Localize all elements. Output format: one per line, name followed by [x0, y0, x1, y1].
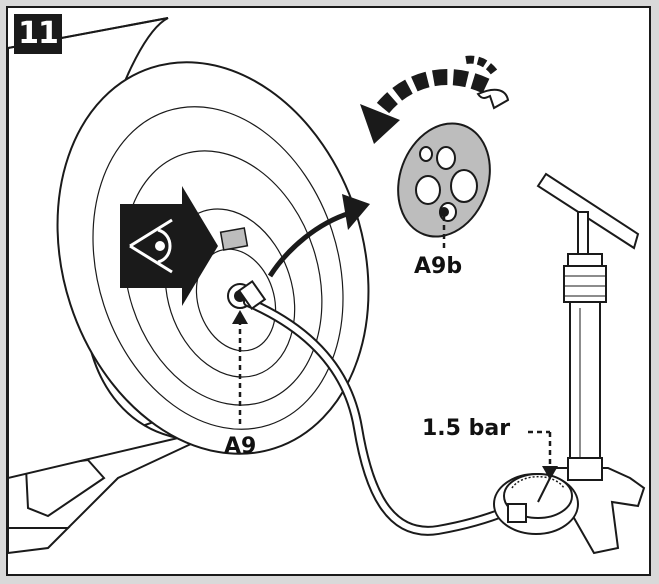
tire-inflation-illustration	[8, 17, 646, 555]
valve-cap	[397, 122, 491, 238]
instruction-frame: 11 A9b A9 1.5 bar	[6, 6, 651, 576]
valve-leader	[232, 310, 248, 426]
pressure-leader	[528, 430, 558, 480]
curved-arrow-icon	[267, 194, 370, 278]
step-number-badge: 11	[14, 14, 62, 54]
air-hose	[237, 280, 523, 536]
valve-label: A9	[224, 434, 257, 459]
pressure-gauge	[493, 473, 579, 535]
eye-icon	[120, 186, 218, 306]
pressure-label: 1.5 bar	[422, 416, 511, 441]
valve-cap-label: A9b	[414, 254, 463, 279]
rim-marking	[219, 227, 249, 251]
rotate-counterclockwise-icon	[360, 55, 510, 144]
